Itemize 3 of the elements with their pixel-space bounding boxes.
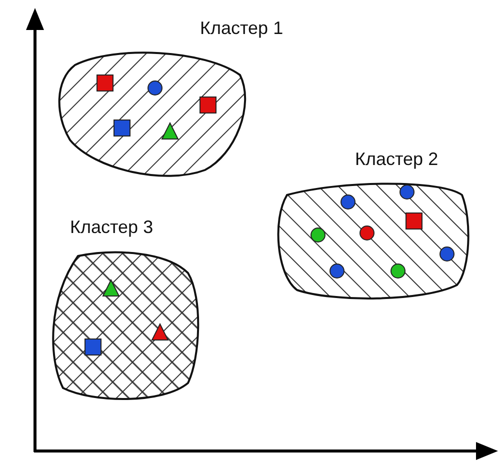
cluster-label: Кластер 1 — [200, 17, 284, 40]
cluster-label: Кластер 2 — [355, 148, 438, 171]
cluster-label: Кластер 3 — [70, 216, 154, 239]
